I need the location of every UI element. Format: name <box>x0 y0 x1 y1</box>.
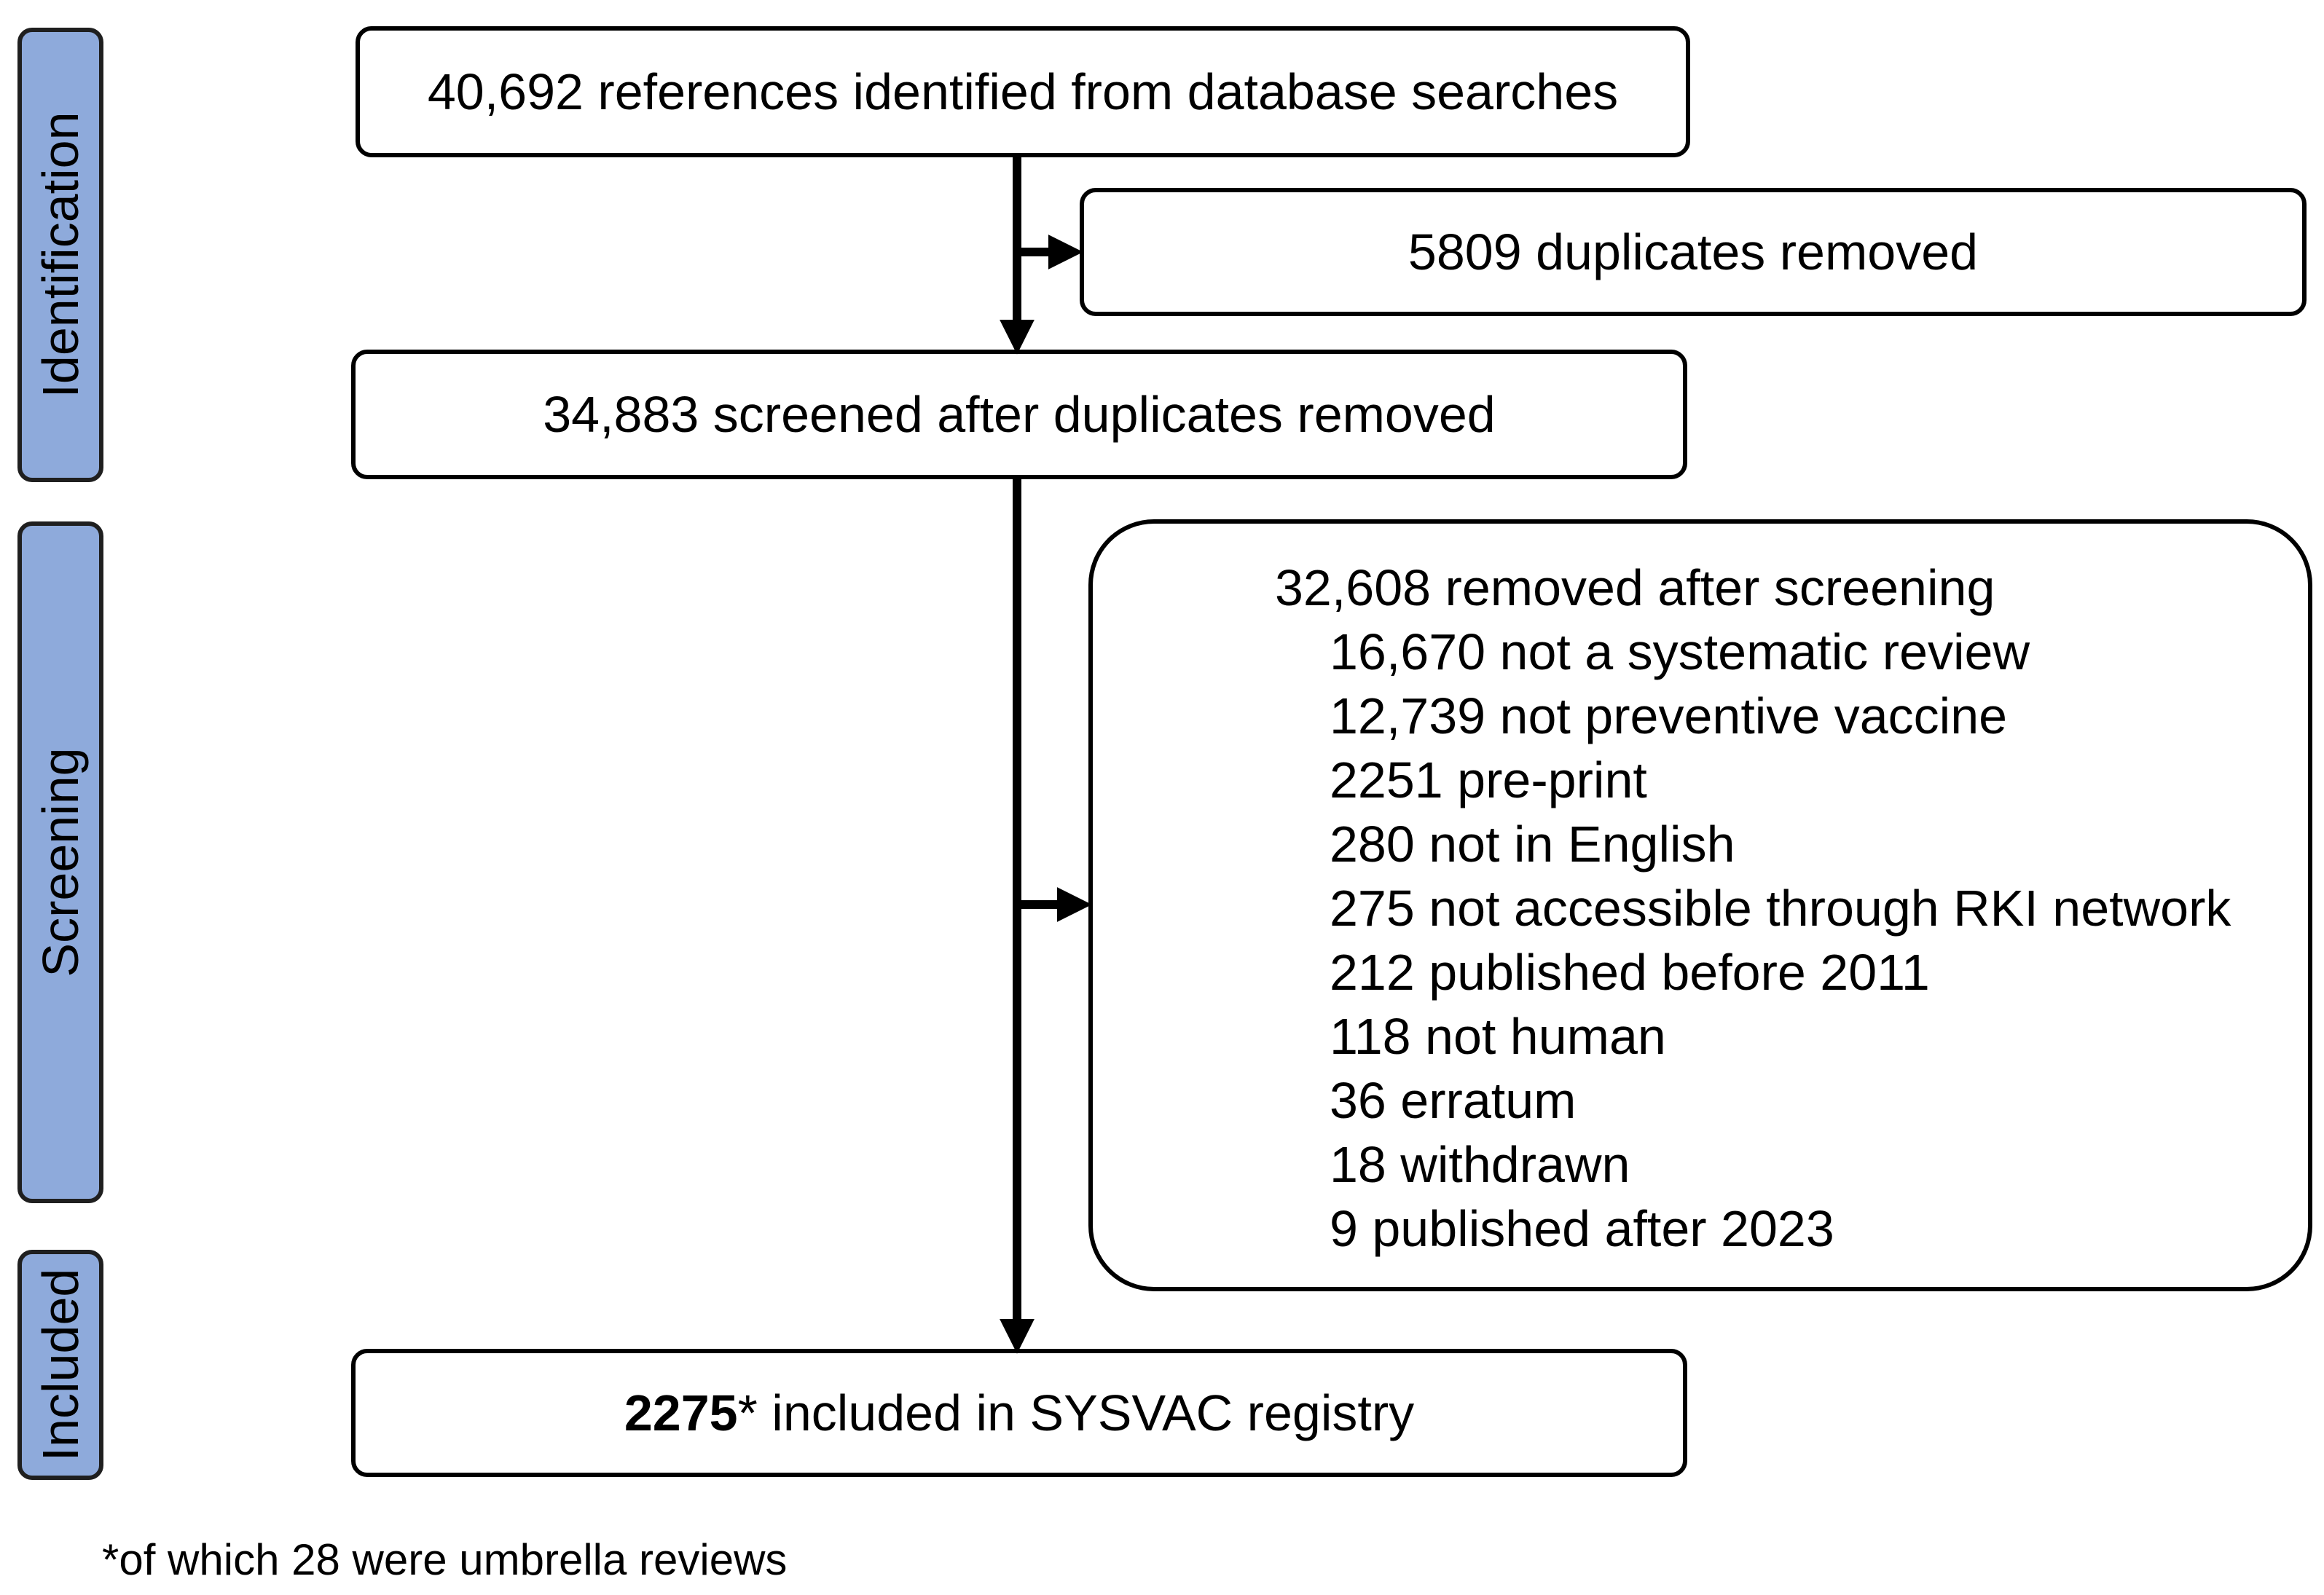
identified-box: 40,692 references identified from databa… <box>356 26 1690 157</box>
included-text: 2275* included in SYSVAC registry <box>624 1387 1414 1438</box>
exclusion-reason: 16,670 not a systematic review <box>1330 623 2030 680</box>
screened-box: 34,883 screened after duplicates removed <box>351 350 1687 479</box>
stage-screening: Screening <box>17 521 103 1203</box>
included-count: 2275 <box>624 1385 738 1441</box>
included-box: 2275* included in SYSVAC registry <box>351 1349 1687 1477</box>
included-asterisk: * <box>737 1385 758 1441</box>
exclusions-list: 32,608 removed after screening 16,670 no… <box>1275 556 2231 1261</box>
exclusion-reason: 18 withdrawn <box>1330 1136 1630 1193</box>
stage-included: Included <box>17 1250 103 1480</box>
screened-text: 34,883 screened after duplicates removed <box>543 386 1496 443</box>
exclusion-reason: 36 erratum <box>1330 1072 1577 1129</box>
exclusion-reason: 118 not human <box>1330 1008 1666 1065</box>
exclusions-total: 32,608 removed after screening <box>1275 559 1995 616</box>
exclusion-reason: 12,739 not preventive vaccine <box>1330 688 2008 744</box>
exclusion-reason: 280 not in English <box>1330 816 1735 873</box>
stage-identification: Identification <box>17 28 103 482</box>
exclusion-reason: 275 not accessible through RKI network <box>1330 880 2231 937</box>
duplicates-removed-text: 5809 duplicates removed <box>1408 224 1979 280</box>
identified-text: 40,692 references identified from databa… <box>427 63 1619 120</box>
exclusion-reason: 9 published after 2023 <box>1330 1200 1834 1257</box>
exclusion-reason: 212 published before 2011 <box>1330 944 1930 1001</box>
footnote: *of which 28 were umbrella reviews <box>102 1535 788 1584</box>
exclusion-reason: 2251 pre-print <box>1330 752 1647 808</box>
included-label: included in SYSVAC registry <box>757 1385 1415 1441</box>
exclusions-box: 32,608 removed after screening 16,670 no… <box>1088 519 2312 1291</box>
